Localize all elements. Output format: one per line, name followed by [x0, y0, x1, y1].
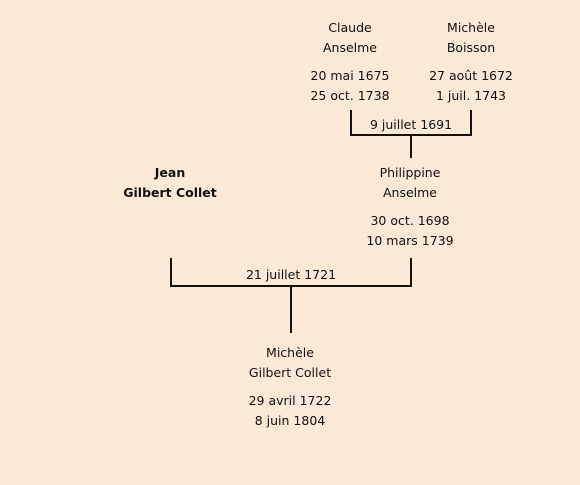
connector-line [470, 110, 472, 136]
person-dates: 20 mai 1675 25 oct. 1738 [290, 66, 410, 106]
connector-line [170, 258, 172, 287]
connector-line [350, 110, 352, 136]
person-first-name: Jean [154, 165, 186, 180]
person-michele-gilbert-collet: Michèle Gilbert Collet 29 avril 1722 8 j… [230, 343, 350, 431]
person-last-name: Gilbert Collet [248, 365, 332, 380]
marriage-date-label: 9 juillet 1691 [369, 117, 453, 132]
death-date: 1 juil. 1743 [435, 88, 507, 103]
person-last-name: Gilbert Collet [123, 185, 217, 200]
person-dates: 29 avril 1722 8 juin 1804 [230, 391, 350, 431]
person-last-name: Boisson [446, 40, 496, 55]
marriage-date-label: 21 juillet 1721 [245, 267, 337, 282]
descent-line [410, 134, 412, 158]
descent-line [290, 285, 292, 333]
birth-date: 27 août 1672 [429, 68, 513, 83]
birth-date: 20 mai 1675 [310, 68, 390, 83]
person-last-name: Anselme [382, 185, 438, 200]
death-date: 10 mars 1739 [366, 233, 454, 248]
person-dates: 27 août 1672 1 juil. 1743 [411, 66, 531, 106]
birth-date: 30 oct. 1698 [370, 213, 450, 228]
person-first-name: Michèle [266, 345, 314, 360]
person-last-name: Anselme [322, 40, 378, 55]
death-date: 25 oct. 1738 [310, 88, 390, 103]
birth-date: 29 avril 1722 [248, 393, 332, 408]
person-michele-boisson: Michèle Boisson 27 août 1672 1 juil. 174… [411, 18, 531, 106]
person-claude-anselme: Claude Anselme 20 mai 1675 25 oct. 1738 [290, 18, 410, 106]
person-philippine-anselme: Philippine Anselme 30 oct. 1698 10 mars … [350, 163, 470, 251]
person-first-name: Claude [328, 20, 372, 35]
death-date: 8 juin 1804 [254, 413, 326, 428]
connector-line [410, 258, 412, 287]
person-first-name: Michèle [447, 20, 495, 35]
person-dates: 30 oct. 1698 10 mars 1739 [350, 211, 470, 251]
person-first-name: Philippine [379, 165, 441, 180]
person-jean-gilbert-collet: Jean Gilbert Collet [110, 163, 230, 203]
